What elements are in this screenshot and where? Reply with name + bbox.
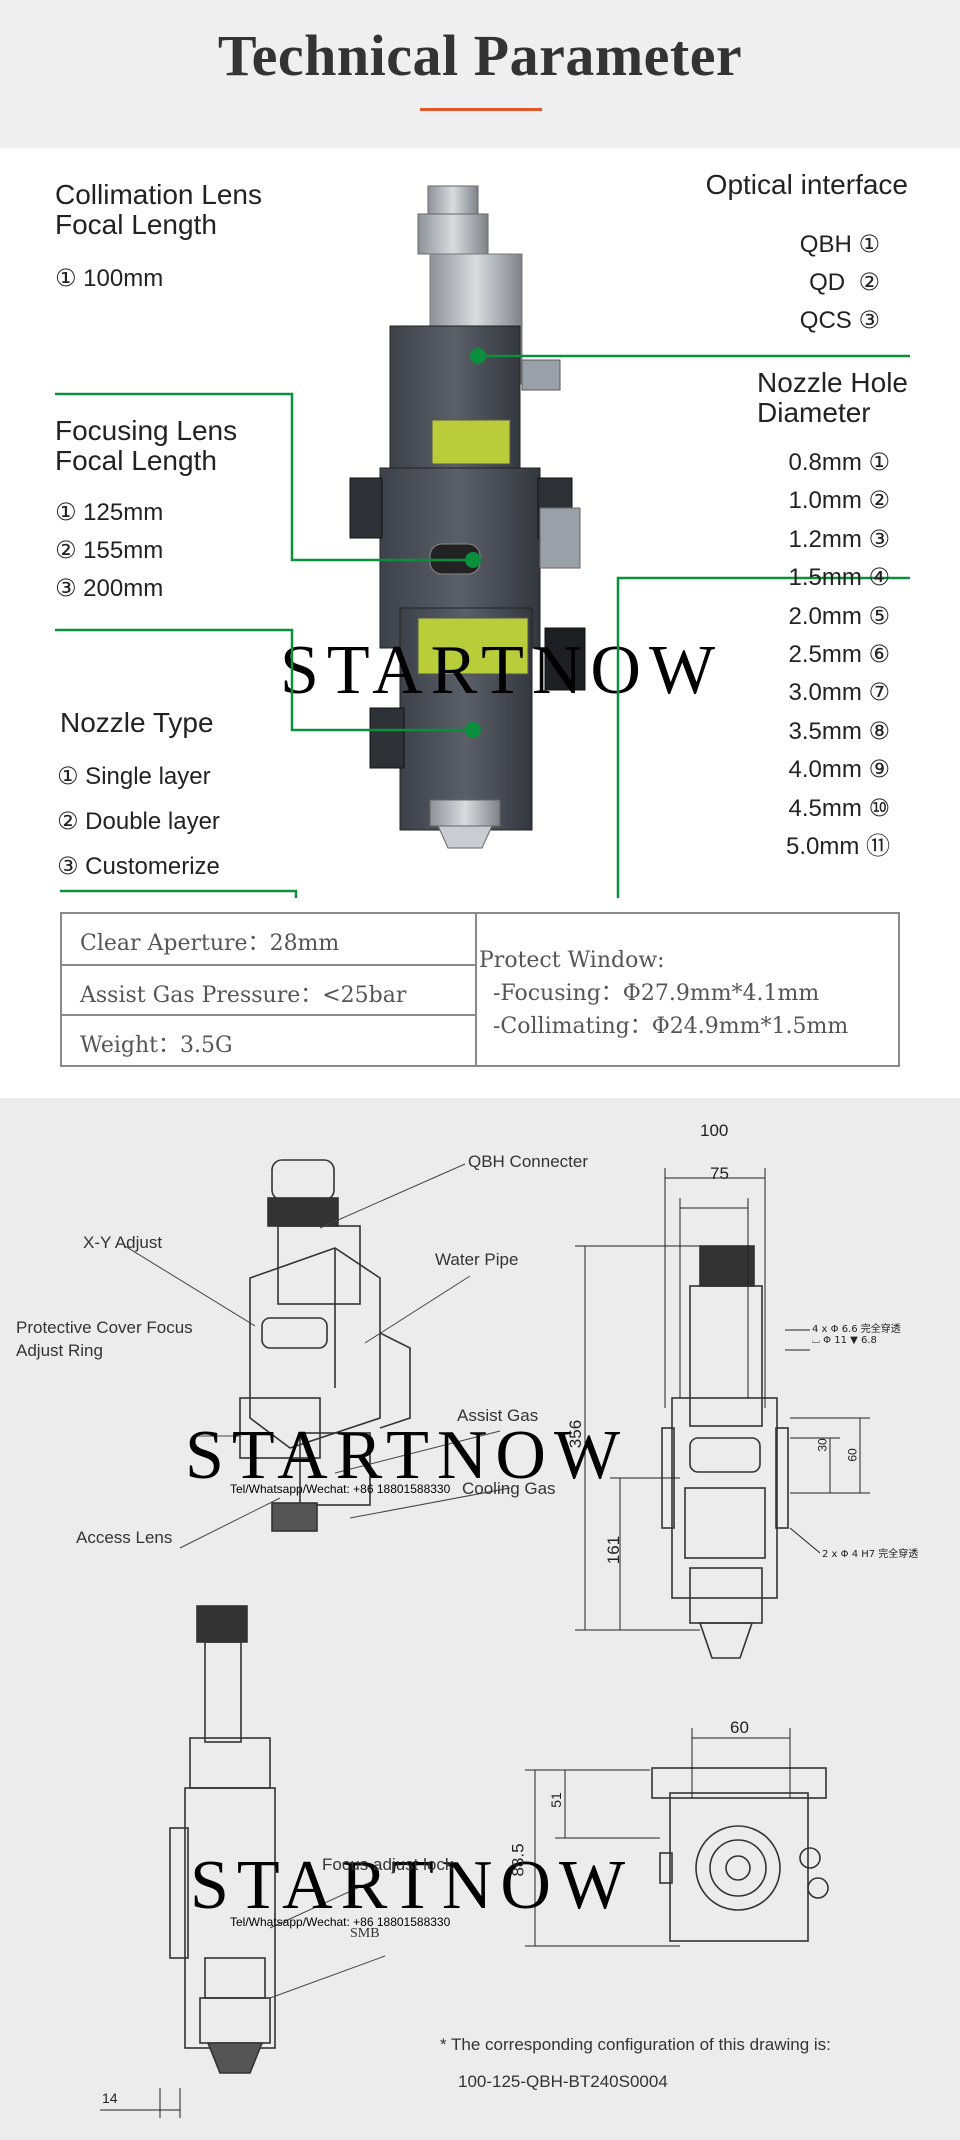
nozzle-type-item: ② Double layer — [57, 808, 220, 835]
watermark-drawing-upper: STARTNOW — [185, 1417, 628, 1494]
nozzle-hole-item: 2.5mm ⑥ — [788, 641, 890, 669]
page-title: Technical Parameter — [217, 23, 743, 88]
nozzle-type-item: ③ Customerize — [57, 853, 220, 880]
optical-interface-item: QD ② — [809, 269, 880, 296]
nozzle-hole-item: 2.0mm ⑤ — [788, 602, 890, 630]
protect-window-focusing: -Focusing：Φ27.9mm*4.1mm — [493, 981, 820, 1006]
watermark-contact-lower: Tel/Whatsapp/Wechat: +86 18801588330 — [230, 1915, 451, 1929]
focusing-item: ③ 200mm — [55, 575, 164, 602]
assist-gas-cell: Assist Gas Pressure：<25bar — [62, 966, 477, 1016]
watermark-upper: STARTNOW — [280, 632, 723, 709]
dim-161: 161 — [604, 1535, 624, 1565]
hole-note-2: 2 x Φ 4 H7 完全穿透 — [822, 1549, 919, 1560]
nozzle-type-list: ① Single layer ② Double layer ③ Customer… — [57, 754, 220, 889]
nozzle-hole-item: 4.5mm ⑩ — [788, 794, 890, 822]
optical-interface-list: QBH ① QD ② QCS ③ — [720, 226, 880, 340]
watermark-drawing-lower: STARTNOW — [190, 1847, 633, 1924]
dim-75: 75 — [710, 1164, 729, 1183]
collimation-item: ① 100mm — [55, 265, 164, 292]
nozzle-hole-item: 1.0mm ② — [788, 487, 890, 515]
dim-60-top: 60 — [730, 1718, 749, 1737]
label-water-pipe: Water Pipe — [435, 1250, 519, 1269]
optical-interface-item: QBH ① — [799, 231, 880, 258]
collimation-title: Collimation Lens Focal Length — [55, 179, 262, 240]
nozzle-hole-item: 3.5mm ⑧ — [788, 717, 890, 745]
dim-356: 356 — [566, 1419, 586, 1449]
config-note: * The corresponding configuration of thi… — [440, 2035, 831, 2054]
dim-100: 100 — [700, 1121, 729, 1140]
nozzle-hole-item: 1.5mm ④ — [788, 564, 890, 592]
nozzle-type-item: ① Single layer — [57, 763, 211, 790]
label-assist-gas: Assist Gas — [457, 1406, 539, 1425]
header: Technical Parameter — [0, 0, 960, 148]
focusing-title: Focusing Lens Focal Length — [55, 415, 238, 476]
nozzle-hole-title: Nozzle Hole Diameter — [757, 367, 908, 428]
dim-30: 30 — [815, 1438, 830, 1452]
nozzle-hole-item: 0.8mm ① — [788, 449, 890, 476]
label-protective-cover: Protective Cover Focus Adjust Ring — [16, 1318, 193, 1360]
clear-aperture-cell: Clear Aperture：28mm — [62, 914, 477, 966]
label-focus-adjust-lock: Focus adjust lock — [322, 1855, 454, 1874]
label-cooling-gas: Cooling Gas — [462, 1479, 556, 1498]
title-underline — [420, 108, 542, 111]
label-smb: SMB — [350, 1926, 380, 1941]
config-code: 100-125-QBH-BT240S0004 — [458, 2072, 668, 2091]
label-access-lens: Access Lens — [76, 1528, 173, 1547]
label-xy-adjust: X-Y Adjust — [83, 1233, 163, 1252]
focusing-item: ② 155mm — [55, 537, 164, 564]
nozzle-type-title: Nozzle Type — [60, 707, 214, 738]
nozzle-hole-item: 5.0mm ⑪ — [785, 833, 890, 861]
protect-window-cell: Protect Window: -Focusing：Φ27.9mm*4.1mm … — [477, 914, 898, 1065]
weight-cell: Weight：3.5G — [62, 1016, 477, 1065]
protect-window-label: Protect Window: — [479, 948, 665, 973]
label-qbh-connecter: QBH Connecter — [468, 1152, 588, 1171]
dim-88-5: 88.5 — [508, 1843, 528, 1877]
optical-interface-title: Optical interface — [705, 169, 908, 200]
nozzle-hole-item: 3.0mm ⑦ — [788, 679, 890, 707]
protect-window-collimating: -Collimating：Φ24.9mm*1.5mm — [493, 1014, 849, 1039]
technical-drawing: STARTNOW STARTNOW Tel/Whatsapp/Wechat: +… — [100, 1159, 870, 2118]
technical-drawing-section: STARTNOW STARTNOW Tel/Whatsapp/Wechat: +… — [0, 1098, 960, 2140]
dim-60: 60 — [845, 1448, 860, 1462]
nozzle-hole-list: 0.8mm ① 1.0mm ② 1.2mm ③ 1.5mm ④ 2.0mm ⑤ … — [700, 444, 890, 866]
optical-interface-item: QCS ③ — [799, 307, 880, 334]
nozzle-hole-item: 4.0mm ⑨ — [788, 756, 890, 784]
focusing-list: ① 125mm ② 155mm ③ 200mm — [55, 494, 163, 608]
laser-head-photo: STARTNOW — [55, 185, 910, 898]
hole-note-1: 4 x Φ 6.6 完全穿透 ⌴ Φ 11 ▼ 6.8 — [812, 1324, 901, 1346]
focusing-item: ① 125mm — [55, 499, 164, 526]
watermark-contact-upper: Tel/Whatsapp/Wechat: +86 18801588330 — [230, 1482, 451, 1496]
nozzle-hole-item: 1.2mm ③ — [788, 525, 890, 553]
dim-51: 51 — [547, 1792, 564, 1808]
spec-table: Clear Aperture：28mm Assist Gas Pressure：… — [60, 912, 900, 1067]
dim-14: 14 — [102, 2090, 118, 2106]
